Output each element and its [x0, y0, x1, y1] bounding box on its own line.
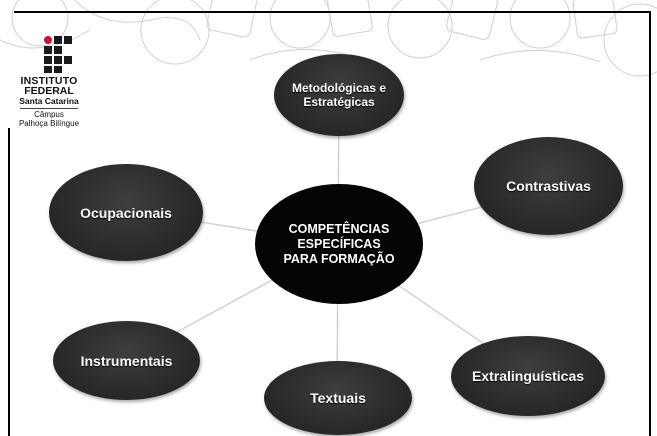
logo-line-state: Santa Catarina — [19, 96, 79, 106]
frame-top-line — [14, 11, 651, 13]
node-contrastivas: Contrastivas — [474, 137, 623, 235]
logo-text: INSTITUTO FEDERAL Santa Catarina Câmpus … — [14, 76, 84, 128]
logo-line-campus: Câmpus — [34, 110, 64, 119]
node-metodologicas: Metodológicas e Estratégicas — [274, 54, 404, 136]
logo-line-federal: FEDERAL — [24, 85, 74, 97]
logo-line-instituto: INSTITUTO — [20, 75, 78, 87]
node-extralinguisticas: Extralinguísticas — [451, 336, 605, 416]
node-instrumentais-label: Instrumentais — [80, 352, 173, 369]
node-instrumentais: Instrumentais — [53, 321, 200, 400]
node-extralinguisticas-label: Extralinguísticas — [471, 368, 585, 384]
node-contrastivas-label: Contrastivas — [506, 178, 591, 194]
node-textuais: Textuais — [264, 361, 412, 435]
logo-divider — [20, 108, 78, 109]
node-center: COMPETÊNCIAS ESPECÍFICAS PARA FORMAÇÃO — [255, 184, 423, 304]
node-metodologicas-label: Metodológicas e Estratégicas — [291, 81, 386, 109]
node-ocupacionais: Ocupacionais — [49, 164, 203, 261]
node-textuais-label: Textuais — [310, 390, 366, 406]
logo-line-campus-name: Palhoça Bilíngue — [18, 119, 80, 128]
frame-left-line — [8, 128, 10, 436]
node-ocupacionais-label: Ocupacionais — [80, 204, 172, 221]
logo-mark-icon — [44, 36, 80, 74]
frame-right-line — [649, 11, 651, 436]
node-center-label: COMPETÊNCIAS ESPECÍFICAS PARA FORMAÇÃO — [283, 221, 395, 266]
